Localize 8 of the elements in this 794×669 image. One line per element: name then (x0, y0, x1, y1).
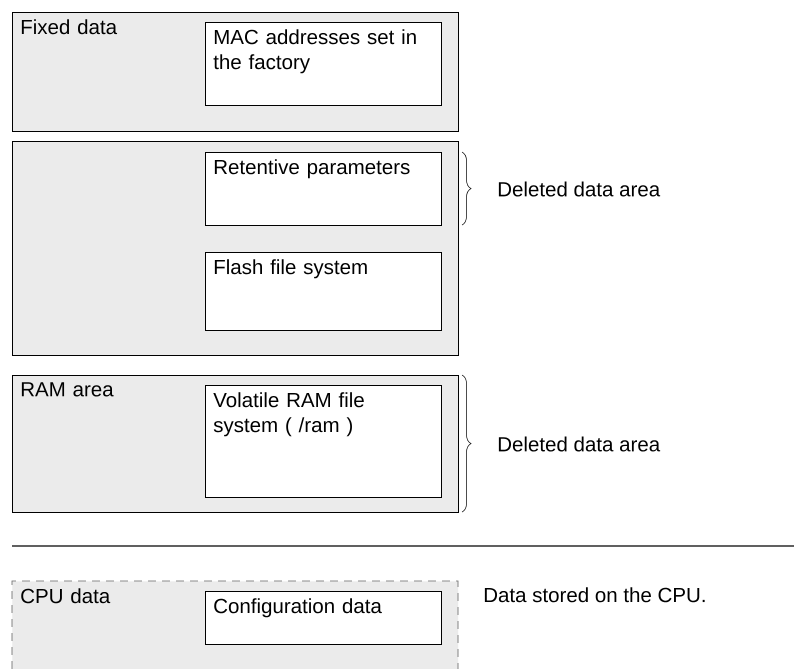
data-box: MAC addresses set in the factory (205, 22, 442, 106)
brace-label: Deleted data area (498, 181, 660, 197)
data-box: Configuration data (205, 591, 442, 645)
note-text: Data stored on the CPU. (484, 587, 705, 602)
data-box: Retentive parameters (205, 152, 442, 226)
data-box: Volatile RAM file system ( /ram ) (205, 385, 442, 498)
data-box: Flash file system (205, 252, 442, 331)
brace-label: Deleted data area (498, 436, 660, 452)
